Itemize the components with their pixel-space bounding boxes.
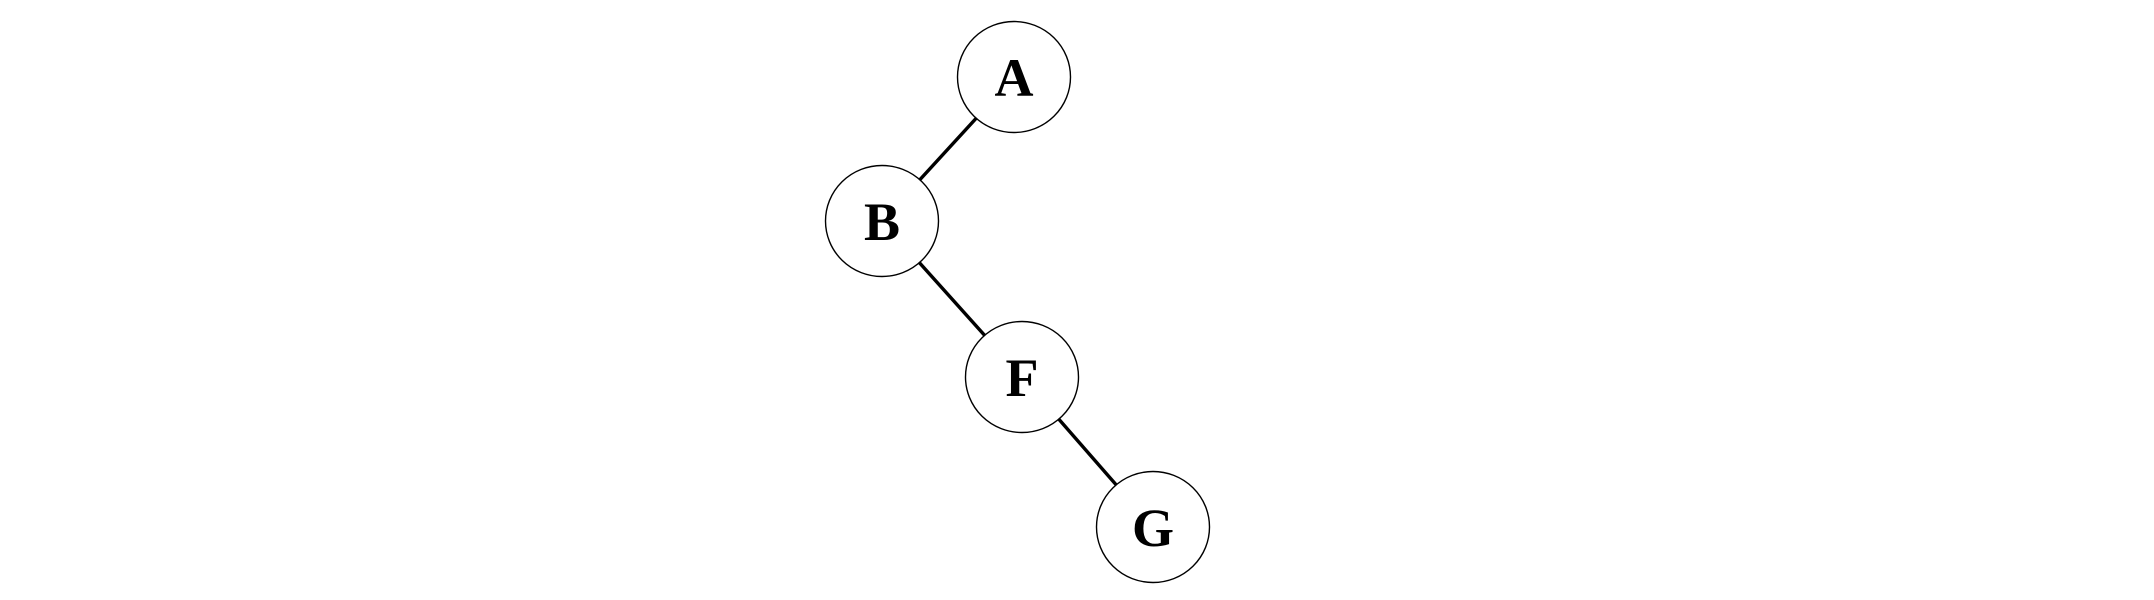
node-circle-A — [956, 20, 1072, 134]
node-label-A: A — [995, 48, 1034, 108]
node-circle-F — [964, 320, 1080, 434]
node-F: F — [964, 320, 1080, 434]
node-label-B: B — [864, 192, 900, 252]
node-label-G: G — [1132, 498, 1174, 558]
node-A: A — [956, 20, 1072, 134]
node-B: B — [824, 164, 940, 278]
node-circle-B — [824, 164, 940, 278]
node-label-F: F — [1006, 348, 1039, 408]
node-circle-G — [1095, 470, 1211, 584]
node-G: G — [1095, 470, 1211, 584]
